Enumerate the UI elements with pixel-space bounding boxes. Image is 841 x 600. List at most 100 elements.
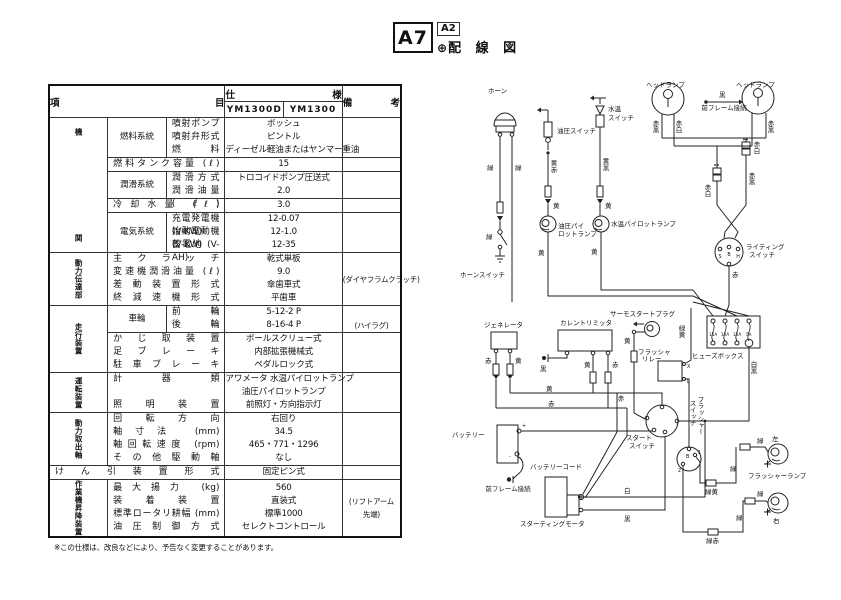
direction-label: 右 — [773, 516, 780, 525]
spec-value: ディーゼル軽油またはヤンマー重油 — [225, 145, 360, 155]
section-tag-a7: A7 — [393, 22, 433, 53]
section-label-drivetrain: 動力伝達部 — [48, 252, 109, 306]
oil-lamp-label: ロットランプ — [558, 230, 597, 238]
wiring-diagram: ホーン 緑 緑 緑 ホーンスイッチ 油圧スイッチ 黄赤 黄 油圧パイ ロットラン… — [450, 80, 841, 600]
fuse-box-label: ヒューズボックス — [692, 351, 743, 360]
current-limiter-symbol — [496, 329, 627, 409]
wire-color-label: 黄赤 — [549, 159, 557, 174]
spec-value: 34.5 — [274, 427, 293, 437]
lighting-switch-label: ライティング — [746, 242, 785, 251]
spec-item: けん引装置形式 — [55, 467, 220, 477]
spec-item: 終減速機形式 — [113, 293, 220, 303]
headlamp-label: ヘッドランプ — [646, 81, 685, 89]
flasher-lamp-right-symbol — [764, 492, 789, 516]
spec-item: 充電発電機 (V-KW) — [171, 214, 220, 237]
section-label-running: 走行装置 — [48, 305, 109, 373]
wire-color-label: 黄 — [553, 201, 560, 210]
spec-item: 差動装置形式 — [113, 280, 220, 290]
spec-item: 油圧制御方式 — [113, 522, 220, 532]
spec-item: 軸寸法 (mm) — [113, 427, 220, 437]
wire-color-label: 黄 — [584, 360, 591, 369]
remark-cell — [341, 332, 402, 373]
start-switch-label: スイッチ — [629, 442, 655, 450]
spec-item: 始動電動機 (V-KW) — [171, 227, 220, 250]
flasher-lamp-left-symbol — [764, 443, 789, 468]
flasher-switch-symbol — [676, 443, 769, 536]
section-label-operator: 運転装置 — [48, 372, 109, 413]
spec-item: 冷却水量 (ℓ) — [113, 200, 220, 210]
terminal-label: S — [718, 254, 721, 260]
battery-symbol — [496, 424, 653, 483]
wire-color-label: 黄黒 — [601, 157, 609, 173]
wire-color-label: 緑 — [757, 489, 764, 498]
remark-cell: (リフトアーム 先端) — [341, 479, 402, 538]
wire-color-label: 白黒 — [749, 360, 757, 376]
spec-table: 項目 仕様 備考 YM1300D YM1300 機関 燃料系統 噴射ポンプ 噴射… — [48, 84, 420, 538]
terminal-label: H — [736, 254, 740, 260]
table-row: 走行装置 車輪 前輪 後輪 5-12-2 P 8-16-4 P (ハイラグ) — [48, 305, 402, 373]
remark-cell — [341, 157, 402, 172]
spec-value: 560 — [275, 483, 292, 493]
table-row: 燃料タンク容量 (ℓ) 15 — [49, 157, 402, 172]
table-row: 機関 燃料系統 噴射ポンプ 噴射弁形式 燃料 ボッシュ ピントル ディーゼル軽油… — [48, 117, 402, 253]
spec-value: なし — [275, 453, 293, 463]
table-header-row2: YM1300D YM1300 — [49, 101, 401, 118]
spec-value: 12-0.07 — [267, 214, 300, 224]
spec-item: 噴射ポンプ — [171, 119, 220, 129]
remark: (リフトアーム — [348, 497, 394, 506]
wire-color-label: 緑 — [515, 163, 522, 172]
spec-item: 変速機潤滑油量 (ℓ) — [113, 267, 220, 277]
water-temp-pilot-lamp-symbol — [592, 215, 693, 291]
wire-color-label: 緑黄 — [677, 324, 685, 340]
wire-color-label: 黄 — [591, 247, 598, 256]
terminal-label: B — [686, 454, 689, 460]
flasher-switch-label: スイッチ — [688, 400, 696, 427]
spec-value: 前照灯・方向指示灯 — [245, 400, 322, 410]
section-label-engine: 機関 — [48, 117, 109, 253]
spec-item: 前輪 — [171, 307, 220, 317]
spec-item: 足ブレーキ — [113, 347, 220, 357]
spec-value: トロコイドポンプ圧送式 — [237, 173, 330, 183]
wire-color-label: 黄 — [546, 384, 553, 393]
spec-item: 潤滑方式 — [171, 173, 220, 183]
spec-item: 燃料タンク容量 (ℓ) — [113, 159, 220, 169]
spec-value: セレクトコントロール — [241, 522, 326, 532]
harness-bundle — [685, 289, 750, 364]
col-header-model-d: YM1300D — [224, 101, 285, 118]
wire-color-label: 緑 — [486, 232, 493, 241]
remark-cell — [341, 465, 402, 480]
wire-color-label: 黒 — [540, 365, 547, 373]
spec-value: 平歯車 — [271, 293, 297, 303]
remark-cell: (ダイヤフラムクラッチ) — [341, 252, 420, 306]
table-header-row: 項目 仕様 備考 — [48, 84, 402, 118]
flasher-lamp-label: フラッシャーランプ — [748, 472, 807, 480]
spec-value: 内部拡張機械式 — [254, 347, 313, 357]
spec-value: 15 — [278, 159, 289, 169]
spec-item: 軸回転速度 (rpm) — [113, 440, 220, 450]
wire-color-label: 黒 — [624, 515, 631, 523]
spec-value: アワメータ 水温パイロットランプ — [225, 374, 354, 384]
battery-label: バッテリー — [452, 431, 485, 439]
remark-cell — [341, 171, 402, 199]
subsection-label: 電気系統 — [107, 212, 167, 253]
wire-color-label: 赤白 — [752, 141, 760, 156]
spec-value: 5-12-2 P — [266, 307, 301, 317]
spec-value: 標準1000 — [264, 509, 303, 519]
frame-connect-label: 前フレーム接続 — [701, 103, 747, 112]
table-row: 運転装置 計器類 照明装置 アワメータ 水温パイロットランプ 油圧パイロットラン… — [48, 372, 402, 413]
spec-item: 主クラッチ — [113, 254, 220, 264]
spec-value: 12-1.0 — [270, 227, 297, 237]
oil-pressure-switch-symbol — [537, 107, 553, 216]
headlamp-wiring — [662, 137, 766, 239]
table-row: 作業機昇降装置 最大揚力 (kg) 装着装置 標準ロータリ耕幅 (mm) 油圧制… — [48, 479, 402, 538]
wire-color-label: 赤黒 — [747, 172, 755, 187]
current-limiter-label: カレントリミッタ — [560, 318, 612, 327]
headlamp-label: ヘッドランプ — [736, 81, 775, 89]
remark-cell — [341, 412, 402, 466]
flasher-relay-label: リレー — [642, 355, 662, 363]
spec-item: 駐車ブレーキ — [113, 360, 220, 370]
water-switch-label: スイッチ — [608, 114, 634, 122]
table-row: 潤滑系統 潤滑方式 潤滑油量 (ℓ) トロコイドポンプ圧送式 2.0 — [49, 171, 402, 209]
wire-color-label: 赤黒 — [766, 120, 774, 135]
wire-color-label: 緑黄 — [705, 487, 719, 496]
